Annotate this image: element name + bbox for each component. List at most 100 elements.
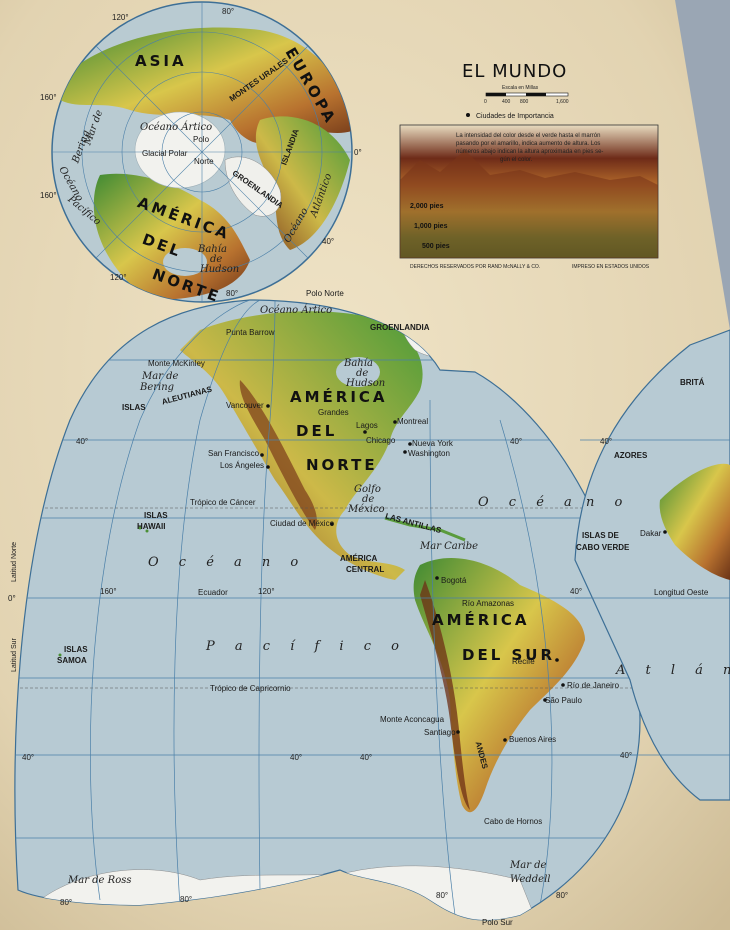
legend-level: 500 pies xyxy=(422,243,450,250)
aleutian-label: ISLAS xyxy=(122,403,146,412)
africa-land xyxy=(659,463,730,580)
map-title: EL MUNDO xyxy=(462,61,567,82)
scale-tick: 0 xyxy=(484,99,487,105)
scale-tick: 400 xyxy=(502,99,511,105)
weddell-label: Weddell xyxy=(510,874,551,885)
main-continent-america-south: AMÉRICA xyxy=(432,610,530,629)
polar-north-america-land xyxy=(93,173,250,300)
gulf-de: de xyxy=(362,494,374,505)
main-degree: 0° xyxy=(8,594,16,603)
legend-level: 2,000 pies xyxy=(410,203,444,210)
main-hudson-label: Hudson xyxy=(345,378,385,389)
main-hudson-bay xyxy=(336,357,380,387)
rocky-mountains xyxy=(239,380,317,530)
main-degree: 40° xyxy=(570,587,582,596)
mckinley-label: Monte McKinley xyxy=(148,359,205,368)
polar-degree: 0° xyxy=(354,148,362,157)
tropic-capricorn-label: Trópico de Capricornio xyxy=(210,684,291,693)
city-label: Santiago xyxy=(424,728,456,737)
city-label: Ciudad de México xyxy=(270,519,335,528)
city-label: Río de Janeiro xyxy=(567,681,620,690)
elevation-legend: La intensidad del color desde el verde h… xyxy=(399,124,659,270)
city-label: San Francisco xyxy=(208,449,260,458)
main-degree: 80° xyxy=(556,891,568,900)
title-block: EL MUNDO Escala en Millas 0 400 800 1,60… xyxy=(462,61,569,120)
polar-asia-land xyxy=(60,27,352,144)
polar-hudson-bay-label: Bahía xyxy=(197,244,227,255)
polar-hudson-de: de xyxy=(210,254,222,265)
aconcagua-label: Monte Aconcagua xyxy=(380,715,445,724)
north-pole-label: Polo Norte xyxy=(306,289,344,298)
gulf-mexico: México xyxy=(347,504,385,515)
polar-degree: 160° xyxy=(40,191,57,200)
amazon-label: Río Amazonas xyxy=(462,599,514,608)
legend-line: La intensidad del color desde el verde h… xyxy=(456,133,600,139)
legend-line: pasando por el amarillo, indica aumento … xyxy=(456,141,600,147)
cape-horn-label: Cabo de Hornos xyxy=(484,817,542,826)
credits-left: DERECHOS RESERVADOS POR RAND McNALLY & C… xyxy=(410,264,540,270)
main-hudson-de: de xyxy=(356,368,368,379)
point-barrow-label: Punta Barrow xyxy=(226,328,275,337)
scale-tick: 800 xyxy=(520,99,529,105)
pacific-ocean-label: O c é a n o xyxy=(148,555,306,570)
scale-label: Escala en Millas xyxy=(502,85,539,91)
polar-degree: 40° xyxy=(322,237,334,246)
main-degree: 80° xyxy=(180,895,192,904)
main-degree: 40° xyxy=(620,751,632,760)
weddell-sea: Mar de xyxy=(509,860,547,871)
legend-line: números abajo indican la altura aproxima… xyxy=(456,149,603,155)
main-map: AMÉRICA DEL NORTE AMÉRICA DEL SUR AMÉRIC… xyxy=(8,289,730,927)
main-degree: 120° xyxy=(258,587,275,596)
polar-degree: 120° xyxy=(110,273,127,282)
city-label: Nueva York xyxy=(412,439,454,448)
pacific-label: P a c í f i c o xyxy=(205,639,407,654)
polar-degree: 160° xyxy=(40,93,57,102)
polar-degree: 80° xyxy=(226,289,238,298)
azores-label: AZORES xyxy=(614,451,648,460)
credits-right: IMPRESO EN ESTADOS UNIDOS xyxy=(572,264,650,270)
atlantic-label: A t l á n t i c o xyxy=(615,663,730,678)
cape-verde-label-2: CABO VERDE xyxy=(576,543,630,552)
city-label: Washington xyxy=(408,449,450,458)
polar-glacial-label: Glacial Polar xyxy=(142,149,188,158)
andes-mountains xyxy=(420,580,470,810)
polar-inset: 120° 80° 160° 0° 160° 40° 120° 80° ASIA … xyxy=(40,1,362,306)
city-label: Vancouver xyxy=(226,401,264,410)
main-degree: 160° xyxy=(100,587,117,596)
equator-label: Ecuador xyxy=(198,588,228,597)
main-degree: 40° xyxy=(600,437,612,446)
main-continent-del: DEL xyxy=(296,422,337,440)
samoa-label-2: SAMOA xyxy=(57,656,87,665)
city-label: Los Ángeles xyxy=(220,461,264,470)
polar-north-label: Norte xyxy=(194,157,214,166)
caribbean-sea: Mar Caribe xyxy=(419,541,478,552)
main-degree: 40° xyxy=(76,437,88,446)
polar-continent-asia: ASIA xyxy=(135,52,187,70)
polar-europe-land xyxy=(255,116,350,250)
polar-pole-label: Polo xyxy=(193,135,210,144)
city-label: Buenos Aires xyxy=(509,735,556,744)
polar-ice-cap xyxy=(134,111,226,189)
polar-degree: 120° xyxy=(112,13,129,22)
main-hudson-bay-label: Bahía xyxy=(343,358,373,369)
atlantic-ocean-label-2: n o xyxy=(586,495,630,510)
tropic-cancer-label: Trópico de Cáncer xyxy=(190,498,256,507)
city-label: Recife xyxy=(512,657,535,666)
main-degree: 80° xyxy=(60,898,72,907)
main-degree: 40° xyxy=(22,753,34,762)
city-label: Montreal xyxy=(397,417,428,426)
great-lakes-label-2: Lagos xyxy=(356,421,378,430)
legend-level: 1,000 pies xyxy=(414,223,448,230)
britain-label: BRITÁ xyxy=(680,378,705,387)
cape-verde-label: ISLAS DE xyxy=(582,531,620,540)
hawaii-label: ISLAS xyxy=(144,511,168,520)
polar-degree: 80° xyxy=(222,7,234,16)
polar-hudson-bay xyxy=(163,248,207,276)
gulf-label: Golfo xyxy=(354,484,381,495)
polar-greenland-ice xyxy=(224,156,282,217)
main-bering-label: Bering xyxy=(139,382,174,393)
samoa-label: ISLAS xyxy=(64,645,88,654)
main-continent-america-north: AMÉRICA xyxy=(290,387,388,406)
